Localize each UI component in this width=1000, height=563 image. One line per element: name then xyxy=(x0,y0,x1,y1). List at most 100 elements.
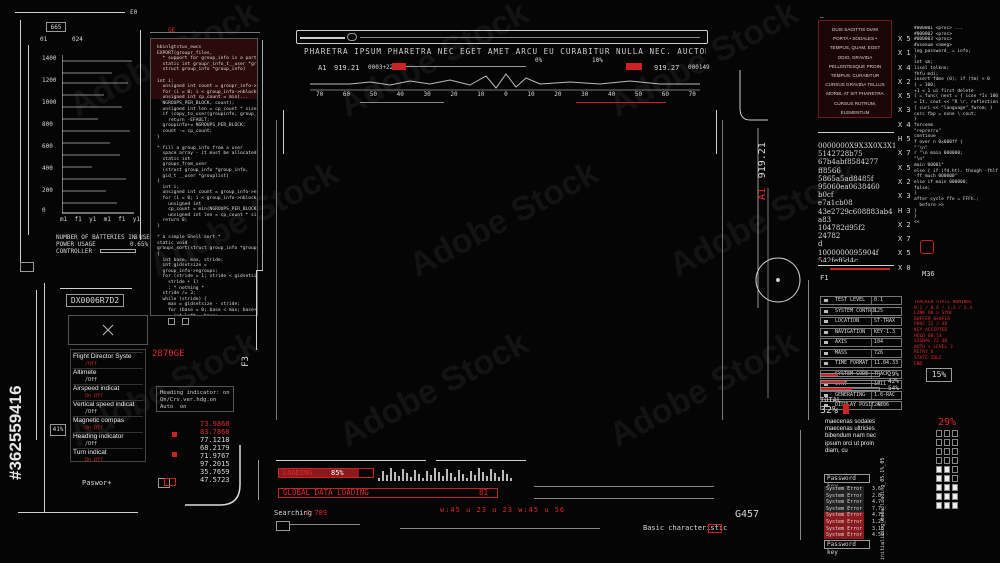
checklist-state[interactable]: On Off xyxy=(85,393,104,399)
menu-item[interactable]: PORTA • SODALES • xyxy=(833,36,877,42)
menu-item[interactable]: PELLENTESQUE PROIN xyxy=(828,63,882,69)
system-error-label: System Error xyxy=(824,492,864,500)
password-key-1[interactable]: Password key xyxy=(824,474,870,490)
usage-bar-track xyxy=(820,380,880,384)
x-label: X 3 xyxy=(898,106,911,115)
system-error-row: System Error 4.7 xyxy=(824,499,900,507)
system-error-label: System Error xyxy=(824,505,864,513)
password-label[interactable]: Paswor+ xyxy=(82,479,112,487)
menu-item[interactable]: TEMPUS, QUAM, EGET xyxy=(829,45,881,51)
vertical-status: initializing_data_loading_05.1%_05 xyxy=(880,457,886,560)
password-key-2[interactable]: Password key xyxy=(824,540,870,556)
checklist-item[interactable]: Flight Director Syste/Off xyxy=(73,352,143,368)
search-box[interactable] xyxy=(276,521,290,531)
x-label: H 5 xyxy=(898,135,911,144)
checklist-state[interactable]: /Off xyxy=(85,361,98,367)
histogram-bar xyxy=(386,475,388,481)
percent-29: 29% xyxy=(938,417,957,428)
control-dot-icon xyxy=(824,320,828,323)
x-label: X 3 xyxy=(898,192,911,201)
usage-bar-row: 54% xyxy=(820,385,910,392)
checklist-state[interactable]: /Off xyxy=(85,409,98,415)
menu-item[interactable]: MORBI, AT SIT PHARETRA xyxy=(826,91,884,97)
system-error-value: 4.7 xyxy=(872,499,882,506)
menu-item[interactable]: DUIS SAGITTIS DIAM xyxy=(832,27,878,32)
x-label: H 3 xyxy=(898,206,911,215)
bottom-scale xyxy=(400,528,600,538)
code-panel-header: GE xyxy=(168,27,176,34)
toggle-knob[interactable] xyxy=(347,33,357,41)
menu-item[interactable]: CURSUS RUTRUM, xyxy=(834,100,876,106)
control-value: KEY-1.3 xyxy=(871,328,901,336)
histogram-bar xyxy=(402,469,404,481)
histogram-bar xyxy=(462,474,464,481)
grid-cell xyxy=(944,439,950,446)
system-error-value: 3.15 xyxy=(872,525,885,532)
grid-cell xyxy=(944,457,950,464)
checklist-state[interactable]: /Off xyxy=(85,441,98,447)
checklist-state[interactable]: On Off xyxy=(85,457,104,463)
menu-item[interactable]: CURSUS GRAVIDA TELLUS xyxy=(825,82,885,88)
marquee-text: PHARETRA IPSUM PHARETRA NEC EGET AMET AR… xyxy=(304,47,706,56)
usage-bar-track xyxy=(820,387,880,391)
control-label: SYSTEM CONTROL xyxy=(835,307,878,314)
histogram-bar xyxy=(442,476,444,481)
control-label: STAT xyxy=(835,381,848,387)
checklist-item[interactable]: Altimete/Off xyxy=(73,368,143,384)
grid-cell xyxy=(944,493,950,500)
control-dot-icon xyxy=(824,309,828,313)
histogram-bar xyxy=(498,477,500,481)
control-label: TIME FORMAT xyxy=(835,360,869,366)
f1-label: F1 xyxy=(820,274,829,282)
grid-cell xyxy=(952,475,958,482)
loading-value: 85% xyxy=(331,469,344,477)
control-value: 104 xyxy=(871,339,901,346)
system-error-label: System Error xyxy=(824,499,864,507)
altitude-scale: 1400 1200 1000 800 600 400 200 0 xyxy=(42,55,57,214)
control-value: 1.6-RAC xyxy=(871,391,901,399)
control-label: DISPLAY POSIT SE xyxy=(835,402,884,408)
lorem-text: maecenas sodales maecenas ultricies bibe… xyxy=(825,419,877,454)
checklist-state[interactable]: /Off xyxy=(85,377,98,383)
menu-item[interactable]: ODIO, GRAVIDA xyxy=(837,54,873,60)
crosshair-box xyxy=(68,315,148,345)
checklist-item[interactable]: Heading indicator/Off xyxy=(73,432,143,448)
histogram-bar xyxy=(418,474,420,481)
menu-item[interactable]: ELEMENTUM xyxy=(840,109,870,115)
checklist-state[interactable]: On Off xyxy=(85,425,104,431)
x-label: X 4 xyxy=(898,63,911,72)
g457: G457 xyxy=(735,509,760,520)
checklist-label: Turn indicat xyxy=(73,449,107,456)
label-f3: F3 xyxy=(240,356,251,367)
grid-cell xyxy=(952,466,958,473)
control-label: TEST LEVEL xyxy=(835,297,866,303)
checklist-label: Airspeed indicat xyxy=(73,385,120,392)
percent-15: 15% xyxy=(926,368,952,382)
control-dot-icon xyxy=(824,383,828,386)
histogram-bar xyxy=(470,471,472,481)
usage-bars: 29%42%54% xyxy=(820,371,910,393)
x-axis-labels: m1 f1 y1 m1 f1 y1 xyxy=(60,216,140,223)
a1-label: A1 xyxy=(318,64,327,72)
histogram-bar xyxy=(382,471,384,481)
code-panel: kbinlgtstuv_ewcs EXPORT(groupr_files, * … xyxy=(150,38,258,316)
menu-item[interactable]: TEMPUS. CURABITUR xyxy=(830,73,880,79)
checklist-item[interactable]: Vertical speed indicat/Off xyxy=(73,400,143,416)
control-label: LOCATION xyxy=(835,318,860,324)
x-label: X 5 xyxy=(898,163,911,172)
